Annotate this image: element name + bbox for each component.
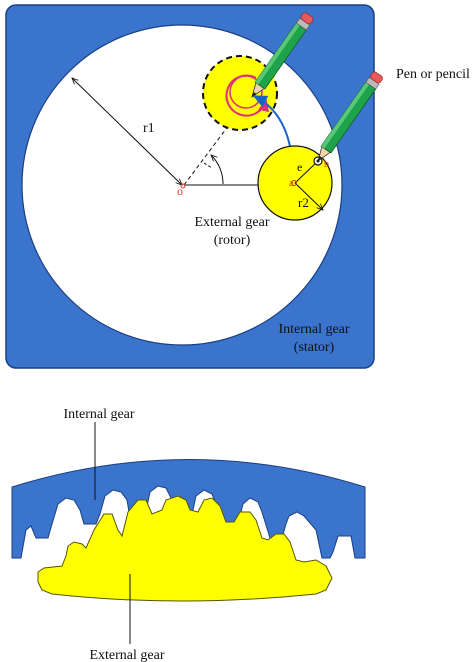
r2-label: r2 [298, 195, 309, 210]
pencil-upper-icon [251, 12, 314, 98]
pencil-lower-icon [317, 71, 383, 162]
internal-gear-label-1: Internal gear [278, 322, 349, 337]
pen-circle-inner [229, 75, 263, 109]
r1-radius-line [72, 78, 182, 185]
a-label: a [289, 178, 294, 189]
external-gear-label-1: External gear [194, 215, 269, 230]
pen-label: Pen or pencil [396, 67, 470, 82]
dashed-rotor-tick [203, 162, 213, 169]
r2-radius-line [294, 182, 323, 210]
r1-label: r1 [143, 121, 155, 136]
angle-arc [211, 155, 224, 185]
center-o-dot [180, 183, 186, 189]
e-offset-line [294, 160, 319, 184]
bottom-external-gear-label: External gear [89, 648, 164, 662]
bottom-internal-gear-label: Internal gear [63, 407, 134, 422]
e-label: e [297, 160, 302, 174]
o-label: o [177, 184, 183, 198]
b-label: b [324, 159, 329, 170]
internal-gear-label-2: (stator) [294, 340, 335, 355]
external-gear-strip [37, 495, 333, 602]
a-dot [291, 180, 297, 186]
external-gear-label-2: (rotor) [214, 233, 251, 248]
